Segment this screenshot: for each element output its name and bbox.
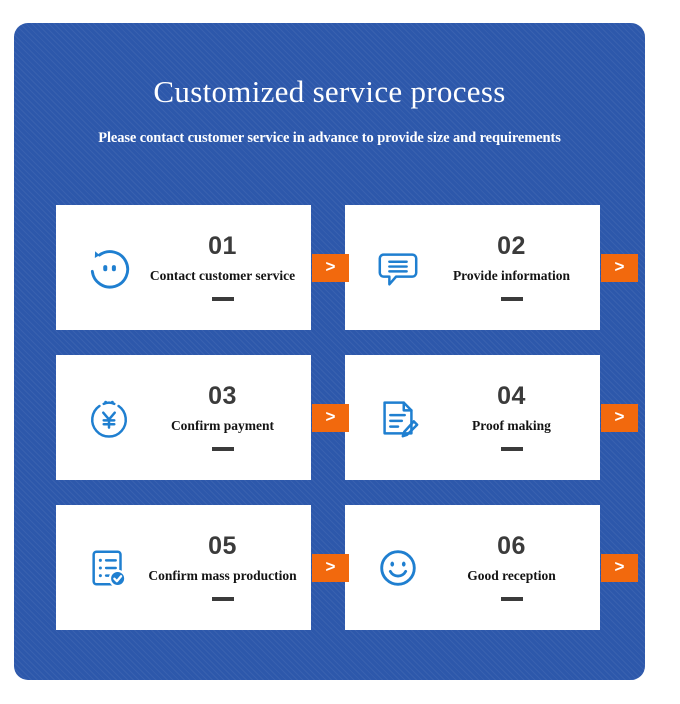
step-card-grid: 01 Contact customer service [56, 205, 638, 630]
panel-header: Customized service process Please contac… [14, 23, 645, 147]
step-number: 06 [497, 532, 526, 561]
step-label: Confirm payment [170, 418, 275, 434]
checklist-check-icon [82, 541, 136, 595]
chevron-right-icon: > [614, 257, 625, 276]
step-number: 04 [497, 382, 526, 411]
step-label: Confirm mass production [148, 568, 297, 584]
page-title: Customized service process [153, 74, 506, 109]
step-text-block: 01 Contact customer service [138, 205, 307, 330]
step-label: Proof making [472, 418, 551, 434]
step-text-block: 04 Proof making [427, 355, 596, 480]
step-card-05[interactable]: 05 Confirm mass production [56, 505, 311, 630]
next-step-button-01[interactable]: > [312, 253, 349, 282]
document-pencil-icon [371, 391, 425, 445]
step-text-block: 05 Confirm mass production [138, 505, 307, 630]
next-step-button-04[interactable]: > [601, 403, 638, 432]
step-card-04[interactable]: 04 Proof making [345, 355, 600, 480]
smiley-face-icon [371, 541, 425, 595]
step-card-06[interactable]: 06 Good reception [345, 505, 600, 630]
step-number: 03 [208, 382, 237, 411]
next-step-button-05[interactable]: > [312, 553, 349, 582]
step-dash [211, 446, 234, 451]
step-number: 05 [208, 532, 237, 561]
step-dash [500, 446, 523, 451]
yen-payment-circle-icon [82, 391, 136, 445]
chevron-right-icon: > [325, 407, 336, 426]
step-text-block: 02 Provide information [427, 205, 596, 330]
step-card-01[interactable]: 01 Contact customer service [56, 205, 311, 330]
step-dash [500, 296, 523, 301]
step-number: 01 [208, 232, 237, 261]
step-label: Contact customer service [149, 268, 296, 284]
step-label: Provide information [452, 268, 571, 284]
step-card-03[interactable]: 03 Confirm payment [56, 355, 311, 480]
next-step-button-02[interactable]: > [601, 253, 638, 282]
step-row: 05 Confirm mass production [56, 505, 638, 630]
step-dash [211, 296, 234, 301]
step-text-block: 03 Confirm payment [138, 355, 307, 480]
chevron-right-icon: > [614, 407, 625, 426]
service-process-panel: Customized service process Please contac… [14, 23, 645, 680]
step-label: Good reception [467, 568, 556, 584]
step-dash [211, 596, 234, 601]
chevron-right-icon: > [325, 557, 336, 576]
step-text-block: 06 Good reception [427, 505, 596, 630]
page-subtitle: Please contact customer service in advan… [98, 130, 561, 147]
step-row: 01 Contact customer service [56, 205, 638, 330]
chevron-right-icon: > [614, 557, 625, 576]
next-step-button-06[interactable]: > [601, 553, 638, 582]
chevron-right-icon: > [325, 257, 336, 276]
step-number: 02 [497, 232, 526, 261]
speech-bubble-lines-icon [371, 241, 425, 295]
step-card-02[interactable]: 02 Provide information [345, 205, 600, 330]
next-step-button-03[interactable]: > [312, 403, 349, 432]
step-dash [500, 596, 523, 601]
step-row: 03 Confirm payment [56, 355, 638, 480]
customer-service-face-icon [82, 241, 136, 295]
